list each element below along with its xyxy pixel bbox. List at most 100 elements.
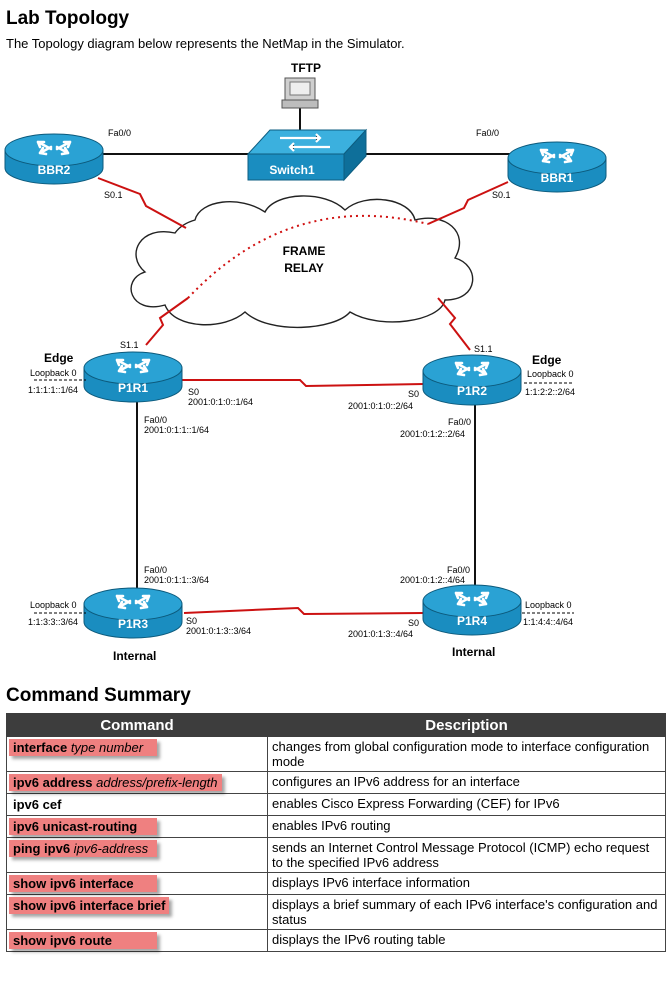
p1r3-fa-addr: 2001:0:1:1::3/64 xyxy=(144,575,209,585)
p1r2-loop-addr: 1:1:2:2::2/64 xyxy=(525,387,575,397)
frame-relay-cloud xyxy=(130,195,474,329)
command-argument: ipv6-address xyxy=(70,841,149,856)
p1r3-name-label: P1R3 xyxy=(118,617,148,631)
command-cell: interface type number xyxy=(6,736,268,772)
p1r2-router-icon: P1R2 xyxy=(422,354,522,406)
p1r2-loopback: Loopback 0 xyxy=(527,369,574,379)
command-argument: type number xyxy=(67,740,144,755)
p1r1-fa: Fa0/0 xyxy=(144,415,167,425)
table-row: show ipv6 route displays the IPv6 routing… xyxy=(6,929,666,952)
p1r1-fa-addr: 2001:0:1:1::1/64 xyxy=(144,425,209,435)
p1r4-router-icon: P1R4 xyxy=(422,584,522,636)
p1r4-s0-addr: 2001:0:1:3::4/64 xyxy=(348,629,413,639)
description-cell: sends an Internet Control Message Protoc… xyxy=(267,837,666,873)
bbr1-fa-label: Fa0/0 xyxy=(476,128,499,138)
tftp-pc-icon xyxy=(281,77,319,109)
col-command: Command xyxy=(6,713,268,737)
serial-p1r3-p1r4 xyxy=(183,606,425,616)
command-highlight: show ipv6 interface brief xyxy=(9,897,170,914)
p1r1-subif: S1.1 xyxy=(120,340,139,350)
p1r1-role: Edge xyxy=(44,351,74,365)
description-cell: configures an IPv6 address for an interf… xyxy=(267,771,666,794)
p1r4-s0: S0 xyxy=(408,618,419,628)
p1r4-loopback: Loopback 0 xyxy=(525,600,572,610)
table-row: ipv6 address address/prefix-length config… xyxy=(6,771,666,794)
p1r3-loopback: Loopback 0 xyxy=(30,600,77,610)
cloud-label-line2: RELAY xyxy=(284,261,324,275)
description-cell: changes from global configuration mode t… xyxy=(267,736,666,772)
table-row: show ipv6 interface brief displays a brie… xyxy=(6,894,666,930)
p1r1-loop-addr: 1:1:1:1::1/64 xyxy=(28,385,78,395)
command-summary-table: Command Description interface type numbe… xyxy=(6,713,666,952)
command-highlight: ping ipv6 ipv6-address xyxy=(9,840,157,857)
table-row: interface type number changes from global… xyxy=(6,736,666,772)
serial-bbr1 xyxy=(427,181,509,225)
table-row: ipv6 cef enables Cisco Express Forwarding… xyxy=(6,793,666,816)
command-keyword: ipv6 unicast-routing xyxy=(13,819,138,834)
description-cell: displays a brief summary of each IPv6 in… xyxy=(267,894,666,930)
p1r1-name-label: P1R1 xyxy=(118,381,148,395)
p1r4-loop-addr: 1:1:4:4::4/64 xyxy=(523,617,573,627)
command-highlight: interface type number xyxy=(9,739,157,756)
p1r3-s0-addr: 2001:0:1:3::3/64 xyxy=(186,626,251,636)
command-keyword: ipv6 address xyxy=(13,775,93,790)
p1r4-fa-addr: 2001:0:1:2::4/64 xyxy=(400,575,465,585)
command-keyword: ping ipv6 xyxy=(13,841,71,856)
command-cell: ipv6 cef xyxy=(6,793,268,816)
p1r2-subif: S1.1 xyxy=(474,344,493,354)
command-keyword: show ipv6 interface xyxy=(13,876,134,891)
pvc-dotted xyxy=(187,214,429,299)
p1r1-s0: S0 xyxy=(188,387,199,397)
p1r2-role: Edge xyxy=(532,353,562,367)
p1r2-s0-addr: 2001:0:1:0::2/64 xyxy=(348,401,413,411)
serial-p1r1-cloud xyxy=(145,297,189,346)
bbr1-router-icon: BBR1 xyxy=(507,141,607,193)
page-title: Lab Topology xyxy=(6,8,130,29)
command-cell: show ipv6 route xyxy=(6,929,268,952)
description-cell: displays IPv6 interface information xyxy=(267,872,666,895)
serial-p1r2-cloud xyxy=(437,297,471,351)
description-cell: displays the IPv6 routing table xyxy=(267,929,666,952)
command-cell: ping ipv6 ipv6-address xyxy=(6,837,268,873)
command-argument: address/prefix-length xyxy=(92,775,218,790)
p1r4-fa: Fa0/0 xyxy=(447,565,470,575)
command-highlight: ipv6 cef xyxy=(9,796,157,813)
command-highlight: ipv6 address address/prefix-length xyxy=(9,774,222,791)
description-cell: enables Cisco Express Forwarding (CEF) f… xyxy=(267,793,666,816)
bbr1-name-label: BBR1 xyxy=(541,171,574,185)
bbr2-router-icon: BBR2 xyxy=(4,133,104,185)
p1r3-fa: Fa0/0 xyxy=(144,565,167,575)
intro-text: The Topology diagram below represents th… xyxy=(6,36,405,51)
p1r2-fa: Fa0/0 xyxy=(448,417,471,427)
p1r1-s0-addr: 2001:0:1:0::1/64 xyxy=(188,397,253,407)
serial-p1r1-p1r2 xyxy=(180,379,425,388)
p1r3-loop-addr: 1:1:3:3::3/64 xyxy=(28,617,78,627)
bbr2-fa-label: Fa0/0 xyxy=(108,128,131,138)
p1r1-loopback: Loopback 0 xyxy=(30,368,77,378)
command-summary-title: Command Summary xyxy=(6,685,191,706)
command-highlight: ipv6 unicast-routing xyxy=(9,818,157,835)
command-keyword: show ipv6 interface brief xyxy=(13,898,166,913)
command-cell: show ipv6 interface xyxy=(6,872,268,895)
command-cell: ipv6 unicast-routing xyxy=(6,815,268,838)
p1r2-s0: S0 xyxy=(408,389,419,399)
col-description: Description xyxy=(267,713,666,737)
command-keyword: interface xyxy=(13,740,68,755)
bbr2-serial-label: S0.1 xyxy=(104,190,123,200)
p1r4-name-label: P1R4 xyxy=(457,614,487,628)
table-row: ping ipv6 ipv6-address sends an Internet … xyxy=(6,837,666,873)
table-row: show ipv6 interface displays IPv6 interfa… xyxy=(6,872,666,895)
p1r4-role: Internal xyxy=(452,645,495,659)
command-keyword: show ipv6 route xyxy=(13,933,112,948)
p1r2-name-label: P1R2 xyxy=(457,384,487,398)
p1r1-router-icon: P1R1 xyxy=(83,351,183,403)
bbr2-name-label: BBR2 xyxy=(38,163,71,177)
command-cell: ipv6 address address/prefix-length xyxy=(6,771,268,794)
bbr1-serial-label: S0.1 xyxy=(492,190,511,200)
switch1-icon xyxy=(246,128,368,182)
cloud-label-line1: FRAME xyxy=(283,244,326,258)
p1r2-fa-addr: 2001:0:1:2::2/64 xyxy=(400,429,465,439)
command-cell: show ipv6 interface brief xyxy=(6,894,268,930)
